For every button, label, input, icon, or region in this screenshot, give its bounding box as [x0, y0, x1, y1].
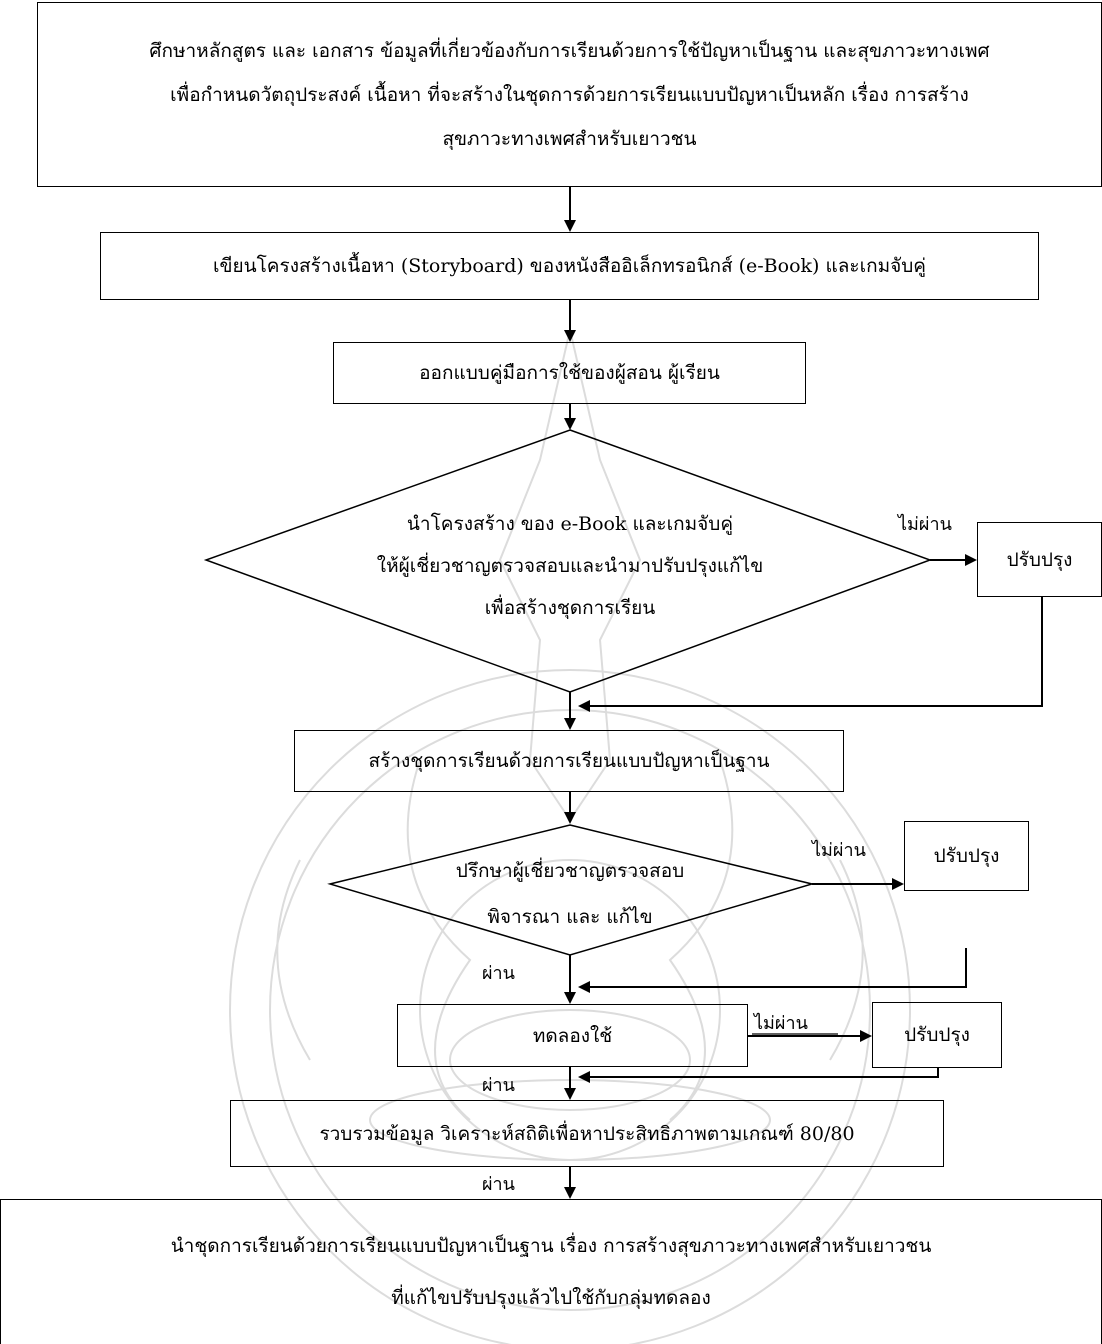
step-final-line-1: นำชุดการเรียนด้วยการเรียนแบบปัญหาเป็นฐาน…: [170, 1235, 932, 1257]
label-pass-1: ผ่าน: [482, 963, 515, 984]
step-final-use: นำชุดการเรียนด้วยการเรียนแบบปัญหาเป็นฐาน…: [0, 1199, 1102, 1344]
step-study-line-2: เพื่อกำหนดวัตถุประสงค์ เนื้อหา ที่จะสร้า…: [170, 83, 969, 106]
decision-review2-shape: [327, 824, 815, 956]
loop-improve3-return: [578, 1068, 939, 1083]
label-fail-1: ไม่ผ่าน: [898, 514, 952, 535]
decision-review2-text: ปรึกษาผู้เชี่ยวชาญตรวจสอบ พิจารณา และ แก…: [455, 860, 685, 928]
step-improve-3: ปรับปรุง: [872, 1002, 1002, 1068]
loop-improve1-return: [578, 597, 1043, 712]
decision-review1-text: นำโครงสร้าง ของ e-Book และเกมจับคู่ ให้ผ…: [376, 513, 764, 619]
step-design-manual: ออกแบบคู่มือการใช้ของผู้สอน ผู้เรียน: [333, 342, 806, 404]
label-fail-3: ไม่ผ่าน: [754, 1013, 808, 1034]
step-analyze-data: รวบรวมข้อมูล วิเคราะห์สถิติเพื่อหาประสิท…: [230, 1100, 944, 1167]
step-study-line-3: สุขภาวะทางเพศสำหรับเยาวชน: [442, 127, 697, 150]
label-pass-3: ผ่าน: [482, 1174, 515, 1195]
step-storyboard: เขียนโครงสร้างเนื้อหา (Storyboard) ของหน…: [100, 232, 1039, 300]
step-improve-1: ปรับปรุง: [977, 522, 1102, 597]
step-study-curriculum: ศึกษาหลักสูตร และ เอกสาร ข้อมูลที่เกี่ยว…: [37, 2, 1102, 187]
loop-improve2-return: [578, 948, 967, 993]
decision-review1-shape: [203, 429, 933, 693]
step-build-learning-set: สร้างชุดการเรียนด้วยการเรียนแบบปัญหาเป็น…: [294, 730, 844, 792]
step-study-line-1: ศึกษาหลักสูตร และ เอกสาร ข้อมูลที่เกี่ยว…: [149, 39, 990, 62]
step-tryout: ทดลองใช้: [397, 1004, 748, 1067]
step-final-line-2: ที่แก้ไขปรับปรุงแล้วไปใช้กับกลุ่มทดลอง: [391, 1287, 711, 1309]
label-pass-2: ผ่าน: [482, 1075, 515, 1096]
step-improve-2: ปรับปรุง: [904, 821, 1029, 891]
label-fail-2: ไม่ผ่าน: [812, 840, 866, 861]
